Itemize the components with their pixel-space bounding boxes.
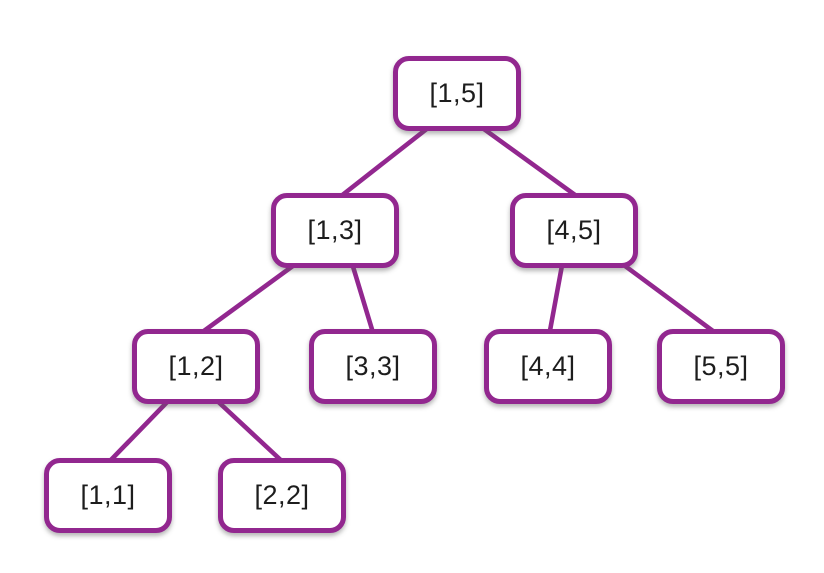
tree-node-4-5: [4,5] (510, 193, 638, 268)
tree-node-5-5: [5,5] (657, 329, 785, 404)
tree-node-4-4: [4,4] (484, 329, 612, 404)
tree-node-1-1: [1,1] (44, 458, 172, 533)
tree-node-1-5: [1,5] (393, 56, 521, 131)
node-label-4-5: [4,5] (546, 215, 602, 245)
node-label-5-5: [5,5] (693, 351, 749, 381)
node-label-4-4: [4,4] (520, 351, 576, 381)
edge-4-5-to-5-5 (614, 257, 720, 337)
node-label-1-5: [1,5] (429, 78, 485, 108)
edge-1-2-to-2-2 (209, 393, 288, 467)
edge-1-3-to-1-2 (194, 257, 304, 339)
node-label-1-2: [1,2] (168, 351, 224, 381)
tree-node-3-3: [3,3] (309, 329, 437, 404)
edge-1-5-to-1-3 (333, 121, 436, 203)
edge-1-3-to-3-3 (348, 257, 377, 339)
tree-node-1-2: [1,2] (132, 329, 260, 404)
node-label-3-3: [3,3] (345, 351, 401, 381)
node-label-2-2: [2,2] (254, 480, 310, 510)
edge-1-2-to-1-1 (104, 393, 176, 467)
node-label-1-1: [1,1] (80, 480, 136, 510)
tree-node-1-3: [1,3] (271, 193, 399, 268)
edge-4-5-to-4-4 (546, 257, 566, 339)
edge-1-5-to-4-5 (474, 121, 585, 203)
node-label-1-3: [1,3] (307, 215, 363, 245)
tree-node-2-2: [2,2] (218, 458, 346, 533)
